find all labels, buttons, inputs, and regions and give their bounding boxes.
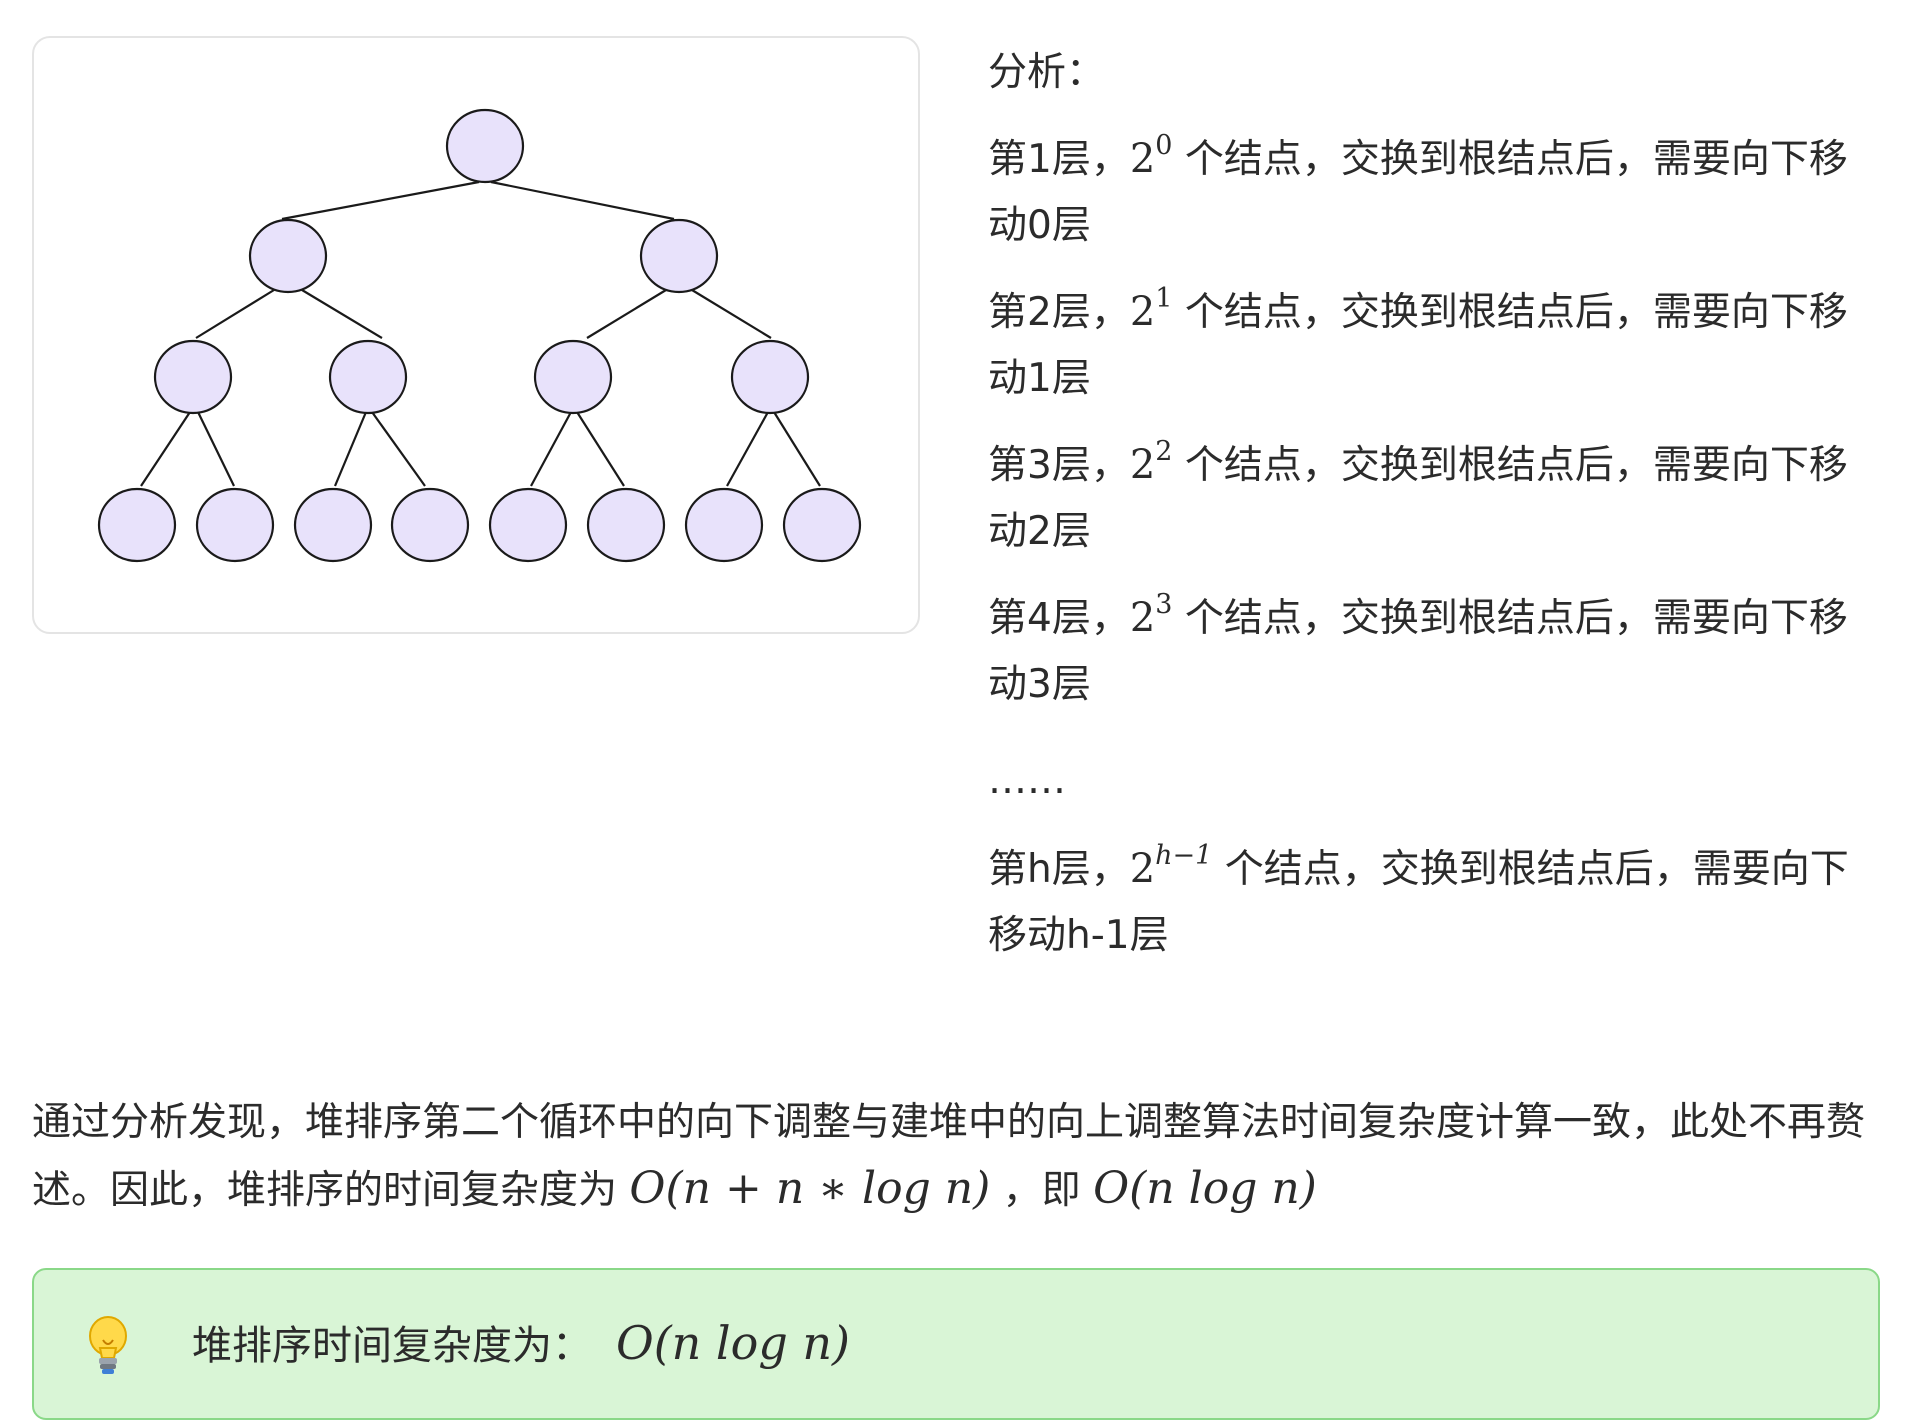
- level-line-4: 第4层，23 个结点，交换到根结点后，需要向下移动3层: [988, 589, 1848, 707]
- analysis-section: 分析： 第1层，20 个结点，交换到根结点后，需要向下移动0层 第2层，21 个…: [988, 40, 1868, 989]
- tree-edge: [140, 411, 191, 487]
- tree-edge: [586, 289, 667, 339]
- tree-node-level-4-2: [195, 487, 275, 563]
- tree-edge: [333, 411, 368, 487]
- tree-node-level-4-3: [293, 487, 373, 563]
- summary-formula-2: O(n log n): [1093, 1163, 1317, 1214]
- tree-node-level-4-1: [97, 487, 177, 563]
- tree-edge: [195, 289, 275, 339]
- tree-node-level-4-7: [684, 487, 764, 563]
- level-line-3: 第3层，22 个结点，交换到根结点后，需要向下移动2层: [988, 436, 1848, 554]
- level-line-1: 第1层，20 个结点，交换到根结点后，需要向下移动0层: [988, 130, 1848, 248]
- summary-text-1: 通过分析发现，堆排序第二个循环中的向下调整与建堆中的向上调整算法时间复杂度计算一…: [32, 1100, 1866, 1213]
- tree-node-level-3-2: [328, 339, 408, 415]
- tree-node-level-4-5: [488, 487, 568, 563]
- tree-node-level-1-1: [445, 108, 525, 184]
- tree-node-level-2-1: [248, 218, 328, 294]
- tree-diagram-card: [32, 36, 920, 634]
- tree-edge: [530, 411, 572, 487]
- ellipsis: ……: [988, 758, 1066, 803]
- tree-node-level-3-1: [153, 339, 233, 415]
- binary-tree-diagram: [97, 108, 862, 563]
- tree-edge: [726, 411, 769, 487]
- tree-node-level-4-4: [390, 487, 470, 563]
- tip-formula: O(n log n): [616, 1316, 850, 1370]
- summary-text-2: ，即: [990, 1168, 1094, 1213]
- tree-node-level-4-8: [782, 487, 862, 563]
- tree-edge: [301, 289, 383, 339]
- tree-edge: [490, 180, 675, 221]
- level-line-2: 第2层，21 个结点，交换到根结点后，需要向下移动1层: [988, 283, 1848, 401]
- tree-edge: [773, 411, 821, 487]
- tip-text: 堆排序时间复杂度为：O(n log n): [192, 1316, 850, 1370]
- lightbulb-icon: [89, 1316, 127, 1374]
- tree-node-level-4-6: [586, 487, 666, 563]
- analysis-heading: 分析：: [988, 50, 1106, 95]
- tree-node-level-3-4: [730, 339, 810, 415]
- tree-edge: [371, 411, 426, 487]
- tree-edge: [576, 411, 625, 487]
- tree-edge: [281, 180, 480, 221]
- tree-edge: [197, 411, 235, 487]
- summary-formula-1: O(n + n ∗ log n): [629, 1163, 991, 1214]
- tip-callout: 堆排序时间复杂度为：O(n log n): [32, 1268, 1880, 1420]
- tree-node-level-3-3: [533, 339, 613, 415]
- level-line-h: 第h层，2h−1 个结点，交换到根结点后，需要向下移动h-1层: [988, 840, 1849, 958]
- tree-edge: [691, 289, 772, 339]
- summary-paragraph: 通过分析发现，堆排序第二个循环中的向下调整与建堆中的向上调整算法时间复杂度计算一…: [32, 1090, 1892, 1224]
- tree-node-level-2-2: [639, 218, 719, 294]
